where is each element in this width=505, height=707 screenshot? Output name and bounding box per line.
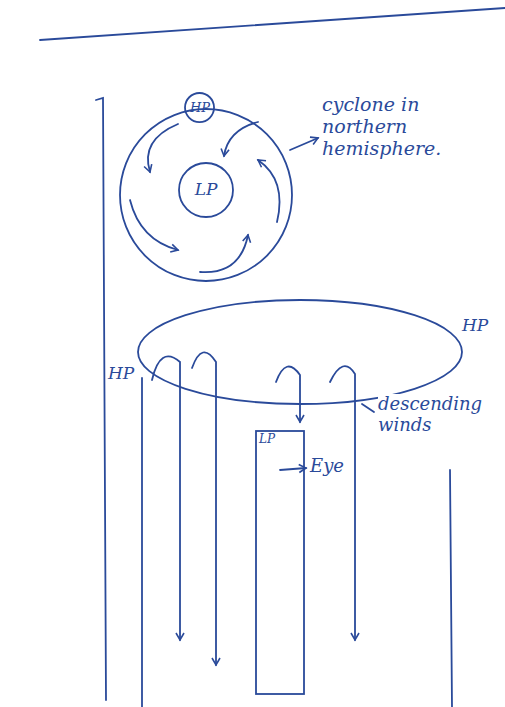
note-label: descending winds	[378, 394, 490, 435]
pressure-label: LP	[259, 433, 301, 447]
note-label: HP	[108, 364, 134, 384]
pressure-label: HP	[190, 101, 210, 116]
page-rule	[40, 8, 505, 40]
cylinder-side	[450, 470, 452, 707]
eye-column: LP	[255, 430, 305, 695]
leader-line	[362, 404, 374, 412]
pressure-circle: HP	[184, 92, 215, 123]
leader-arrow	[290, 138, 318, 150]
inflow-arrow	[224, 122, 258, 156]
page-margin	[96, 98, 106, 700]
node-outline	[255, 430, 305, 695]
descending-arrow	[192, 352, 216, 665]
note-label: Eye	[310, 456, 344, 477]
inflow-arrow	[258, 160, 280, 222]
eye-arrow	[280, 468, 306, 470]
cylinder-side	[141, 378, 143, 707]
cyclone-outline	[120, 109, 292, 281]
pressure-label: LP	[195, 180, 218, 200]
descending-arrow	[152, 356, 180, 640]
inflow-arrow	[148, 124, 178, 172]
note-label: cyclone in northern hemisphere.	[322, 94, 472, 160]
inflow-arrow	[130, 200, 178, 250]
note-label: HP	[462, 316, 488, 336]
descending-arrow	[276, 366, 300, 422]
inflow-arrow	[200, 235, 248, 272]
descending-arrow	[330, 366, 355, 640]
pressure-circle: LP	[178, 162, 234, 218]
